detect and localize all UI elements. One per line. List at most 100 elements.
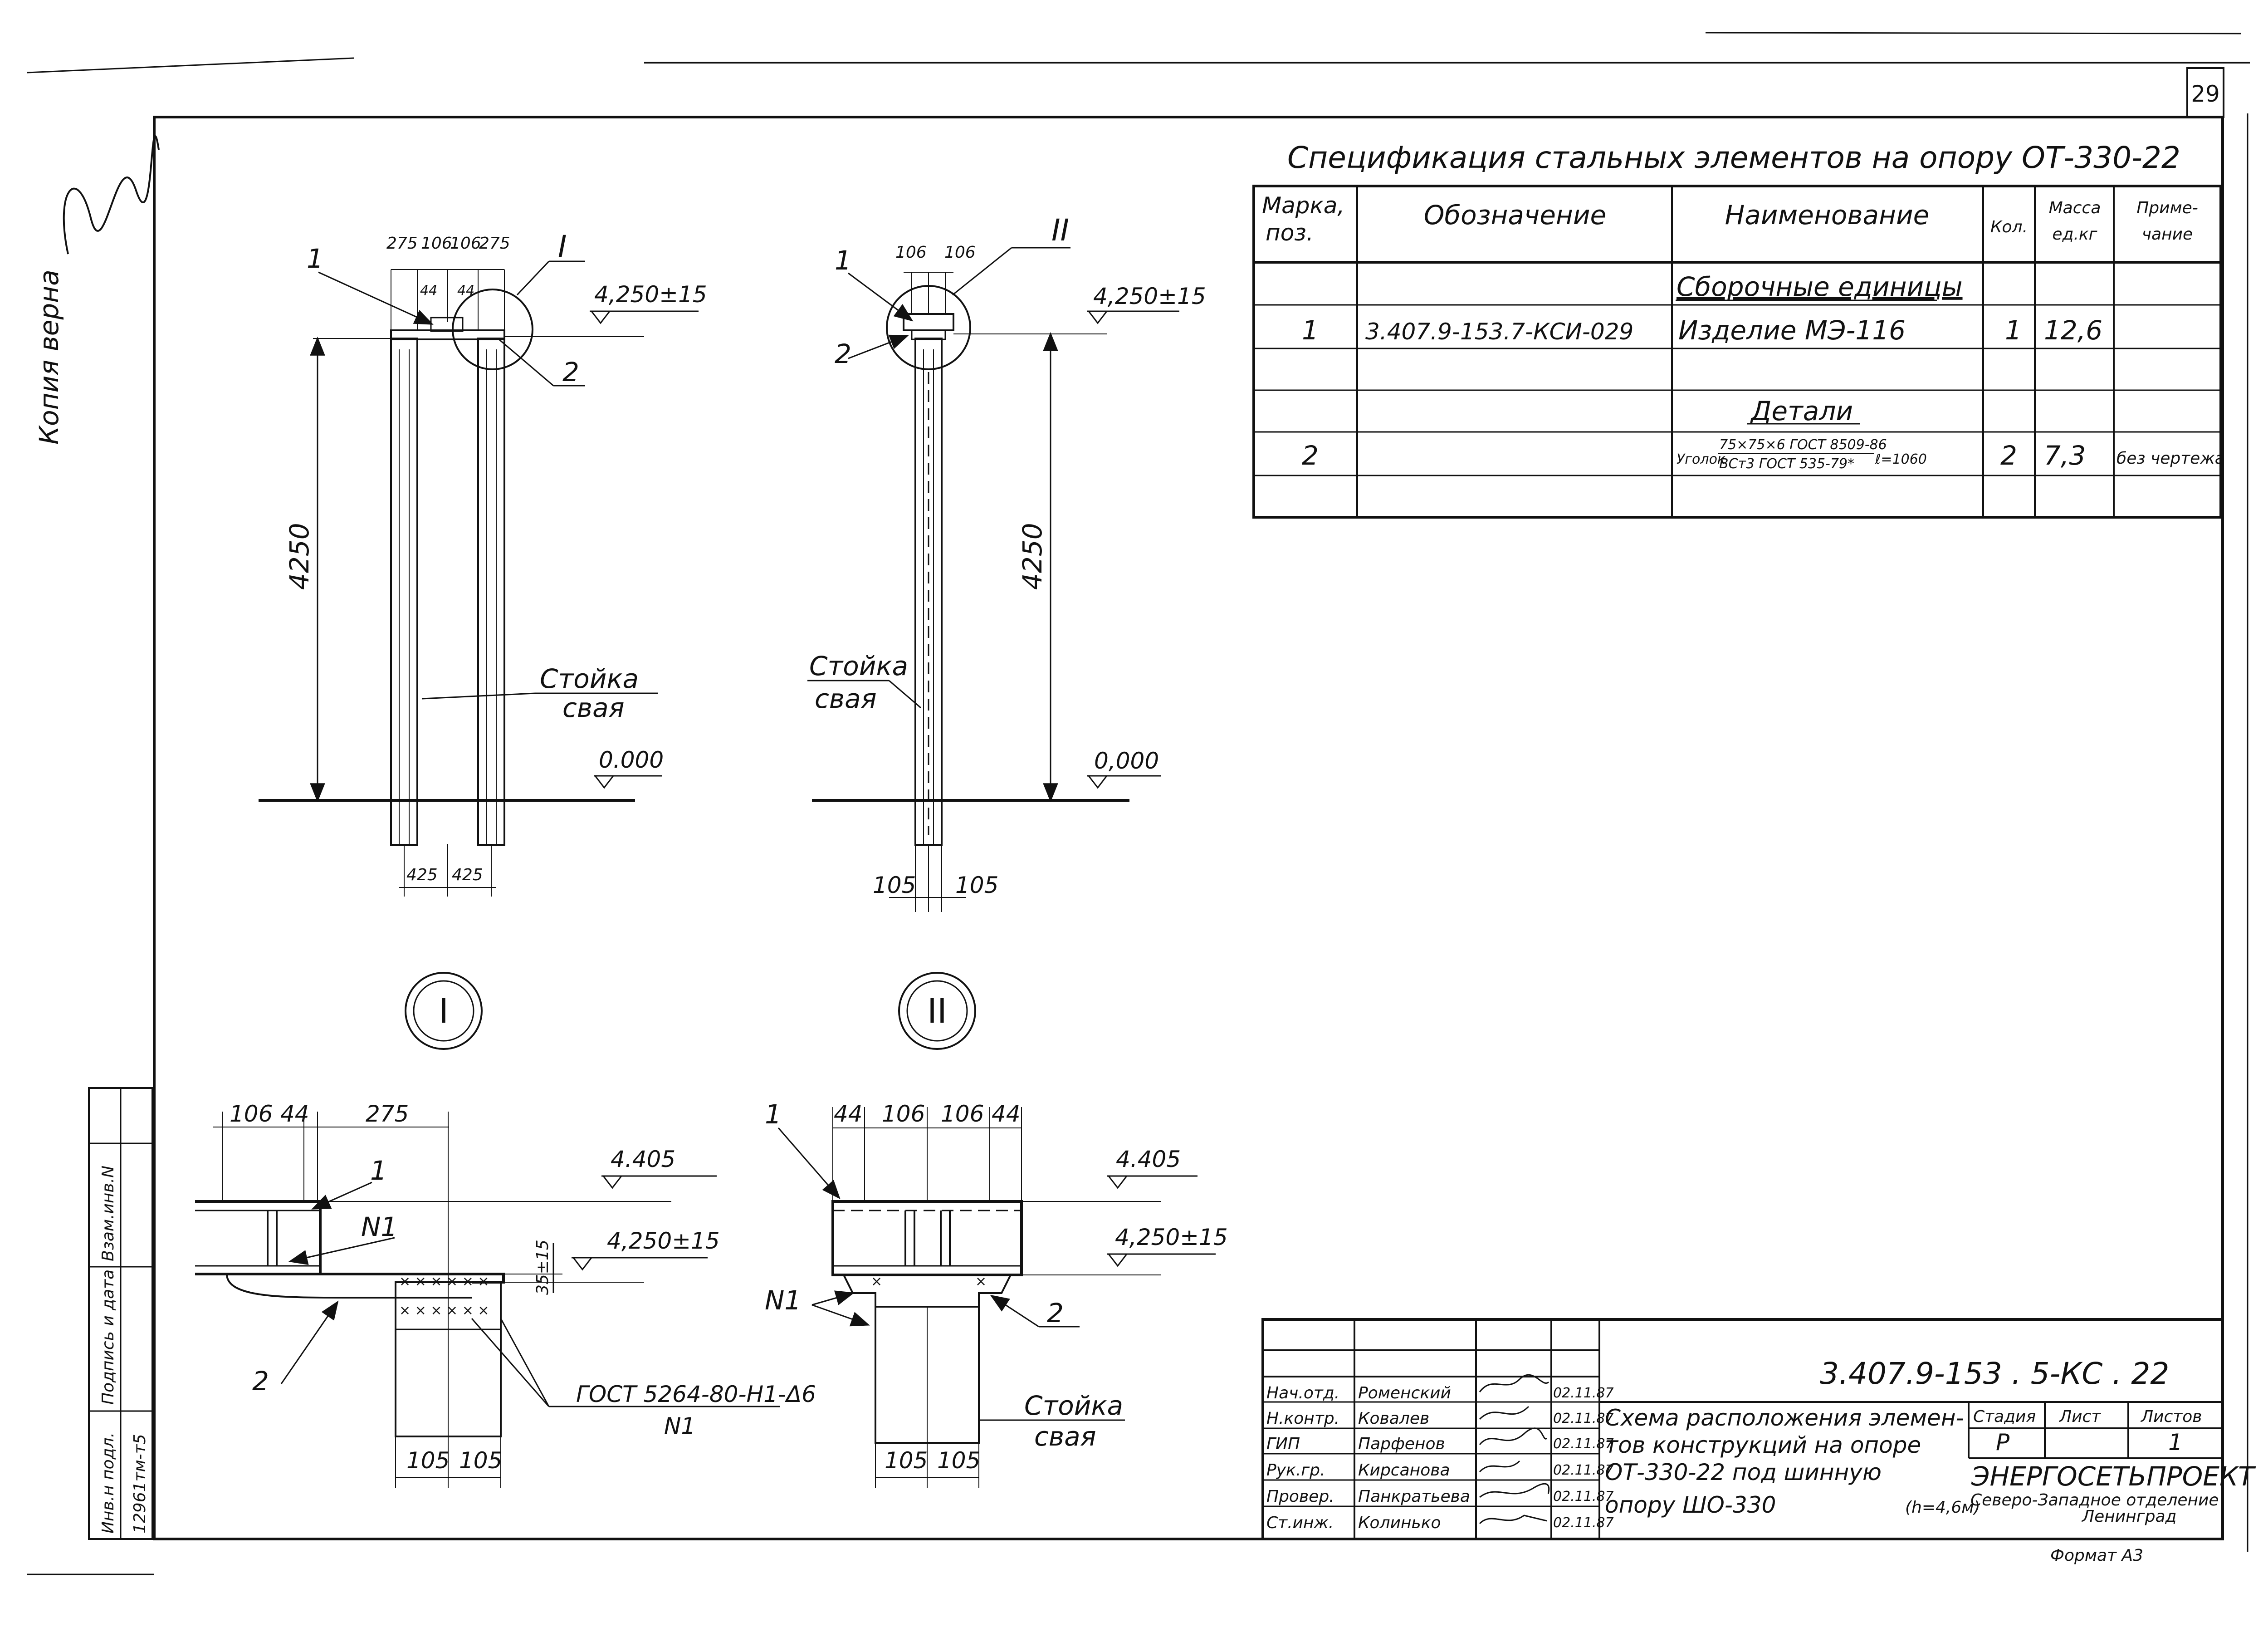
- title-block: 3.407.9-153 . 5-КС . 22 Схема расположен…: [1261, 1318, 2256, 1565]
- post-left-b: [477, 338, 505, 846]
- top-element-right: [903, 313, 954, 331]
- level-top-right: 4,250±15: [1093, 283, 1206, 309]
- row2-mass: 7,3: [2044, 440, 2086, 471]
- copy-verified-stamp: Копия верна: [34, 270, 64, 445]
- dim-top-106-b: 106: [450, 234, 481, 253]
- detail1-gap: 35±15: [533, 1240, 552, 1295]
- detail2-dim-106-a: 106: [882, 1101, 925, 1127]
- date-5: 02.11.87: [1553, 1515, 1614, 1531]
- col-header-name: Наименование: [1725, 200, 1930, 230]
- level-ground-right: 0,000: [1094, 748, 1159, 774]
- detail-2: × × 44 106 106 44 1 N1 4.405 4,250±15: [765, 1099, 1228, 1488]
- post-label-left-2: свая: [562, 692, 625, 723]
- row2-name-bottom: ВСт3 ГОСТ 535-79*: [1719, 456, 1854, 472]
- detail-markers: I II: [405, 972, 976, 1050]
- sheet-number: 29: [2191, 81, 2220, 107]
- row1-mass: 12,6: [2044, 315, 2102, 346]
- detail2-dim-bottom-105-b: 105: [937, 1447, 980, 1474]
- stage-value: Р: [1996, 1429, 2010, 1456]
- view-right: II 106 106 1 2 4,250±15 4250 Стойка свая…: [807, 213, 1206, 912]
- dim-44-a: 44: [420, 283, 437, 299]
- col-header-qty: Кол.: [1990, 218, 2028, 236]
- col-header-mass: Масса: [2049, 199, 2101, 217]
- col-header-mass-unit: ед.кг: [2052, 225, 2097, 244]
- level-top-left: 4,250±15: [594, 281, 707, 308]
- callout-circle-i: [452, 289, 533, 370]
- role-1: Н.контр.: [1266, 1409, 1339, 1428]
- dim-top-106-r-b: 106: [944, 243, 976, 262]
- doc-code: 3.407.9-153 . 5-КС . 22: [1820, 1356, 2169, 1391]
- level-ground-left: 0.000: [599, 747, 664, 773]
- section-assembly: Сборочные единицы: [1677, 271, 1963, 302]
- col-header-note-2: чание: [2142, 225, 2193, 244]
- pos-2-right: 2: [835, 338, 851, 369]
- weld-marks-row1: × × × × × ×: [399, 1274, 489, 1289]
- detail2-weld-x-b: ×: [975, 1274, 987, 1289]
- row2-name-prefix: Уголок: [1677, 451, 1725, 467]
- date-2: 02.11.87: [1553, 1436, 1614, 1452]
- name-3: Кирсанова: [1358, 1461, 1450, 1480]
- signature-1: [1479, 1406, 1530, 1420]
- detail2-pos-1: 1: [765, 1099, 782, 1130]
- pos-1-left: 1: [307, 243, 323, 274]
- weld-marks-row2: × × × × × ×: [399, 1303, 489, 1318]
- post-label-right-2: свая: [815, 683, 877, 714]
- post-label-left-1: Стойка: [540, 663, 639, 694]
- name-2: Парфенов: [1358, 1435, 1445, 1453]
- name-1: Ковалев: [1358, 1409, 1429, 1428]
- stamp-signature-date: Подпись и дата: [99, 1269, 117, 1405]
- stamp-inv-number: 12961тм-т5: [131, 1434, 149, 1534]
- dim-top-275-b: 275: [479, 234, 510, 253]
- org-city: Ленинград: [2081, 1507, 2176, 1526]
- title-line-4: опору ШО-330: [1605, 1492, 1776, 1518]
- sheet-header: Лист: [2058, 1407, 2101, 1426]
- role-2: ГИП: [1266, 1435, 1300, 1453]
- row2-note: без чертежа: [2116, 449, 2225, 468]
- spec-table: Спецификация стальных элементов на опору…: [1252, 140, 2225, 519]
- name-4: Панкратьева: [1358, 1487, 1470, 1506]
- pos-2-left: 2: [562, 357, 579, 387]
- detail2-dim-44-b: 44: [992, 1101, 1021, 1127]
- weld-block-left: [430, 317, 464, 332]
- signature-5: [1479, 1514, 1547, 1524]
- detail2-element: [831, 1200, 1023, 1276]
- detail1-element: [195, 1200, 322, 1275]
- view-left: I 275 106 106 275 44 44 1 2 4,250±15 425…: [259, 229, 707, 897]
- detail1-dim-bottom-105-b: 105: [459, 1447, 502, 1474]
- stage-header: Стадия: [1973, 1407, 2036, 1426]
- date-3: 02.11.87: [1553, 1462, 1614, 1478]
- detail2-dim-bottom-105-a: 105: [885, 1447, 928, 1474]
- dim-bottom-425-b: 425: [452, 866, 483, 884]
- detail2-level-top: 4.405: [1116, 1146, 1181, 1172]
- signature-4: [1479, 1483, 1550, 1498]
- section-details: Детали: [1750, 396, 1853, 426]
- stamp-inv-original: Инв.н подл.: [99, 1432, 117, 1534]
- pos-1-right: 1: [835, 245, 851, 276]
- detail-1: × × × × × × × × × × × × 106 44 275 1 N1 …: [195, 1101, 816, 1488]
- detail2-dim-106-b: 106: [941, 1101, 984, 1127]
- col-header-pos: поз.: [1266, 220, 1314, 246]
- title-line-2: тов конструкций на опоре: [1605, 1432, 1921, 1458]
- title-line-3: ОТ-330-22 под шинную: [1605, 1459, 1882, 1485]
- detail1-weld-spec: ГОСТ 5264-80-Н1-Δ6: [576, 1381, 816, 1407]
- date-0: 02.11.87: [1553, 1385, 1614, 1401]
- signature-0: [1479, 1374, 1549, 1392]
- row2-name-length: ℓ=1060: [1875, 451, 1927, 467]
- title-line-1: Схема расположения элемен-: [1605, 1405, 1964, 1431]
- sheets-header: Листов: [2140, 1407, 2202, 1426]
- date-4: 02.11.87: [1553, 1489, 1614, 1505]
- dim-top-106-a: 106: [421, 234, 452, 253]
- dim-bottom-105-r-b: 105: [955, 872, 998, 898]
- dim-top-106-r-a: 106: [895, 243, 927, 262]
- name-5: Колинько: [1358, 1514, 1441, 1532]
- detail1-weld-spec-sub: N1: [664, 1413, 695, 1439]
- org-branch: Северо-Западное отделение: [1970, 1491, 2219, 1510]
- detail2-pos-2: 2: [1047, 1298, 1064, 1328]
- detail2-weld-n1: N1: [765, 1285, 801, 1316]
- col-header-note: Приме-: [2136, 199, 2198, 217]
- top-element-left: [390, 329, 505, 340]
- callout-label-ii: II: [1051, 213, 1069, 248]
- height-dim-right: 4250: [1017, 523, 1048, 590]
- sheet-frame: 29: [27, 32, 2250, 1575]
- post-label-right-1: Стойка: [809, 651, 908, 681]
